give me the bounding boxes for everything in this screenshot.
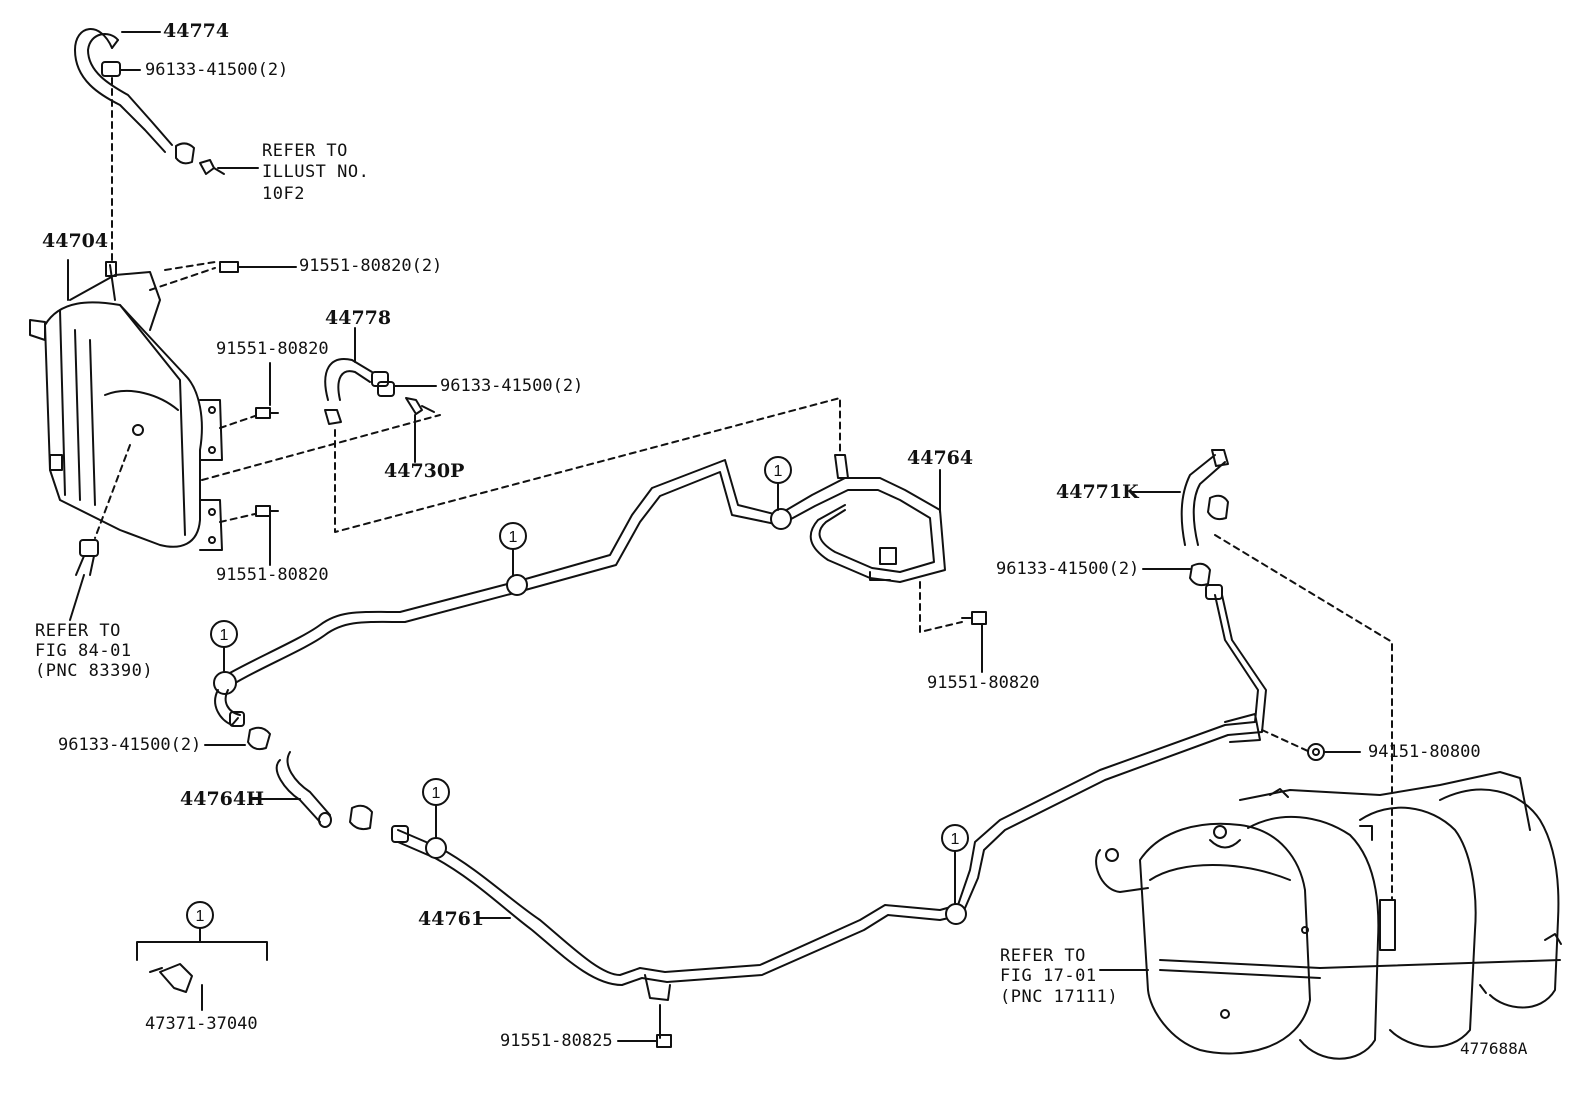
dashed-guide-44764-bolt: [919, 581, 963, 633]
part-number-47371: 47371-37040: [145, 1014, 258, 1034]
part-number-96133-mid: 96133-41500(2): [440, 376, 584, 396]
callout-label: 1: [196, 908, 205, 925]
bolt-mid-upper: [219, 407, 279, 429]
refer-17-line2: FIG 17-01: [1000, 966, 1097, 986]
refer-84-line2: FIG 84-01: [35, 641, 132, 661]
hose-44774: [74, 28, 173, 153]
refer-84-line3: (PNC 83390): [35, 661, 154, 681]
part-number-91551-top: 91551-80820(2): [299, 256, 443, 276]
pipe-44761: [391, 584, 1267, 1001]
part-number-44730p: 44730P: [384, 460, 465, 482]
dashed-guide-nut: [1261, 729, 1311, 753]
legend-bracket: [136, 927, 268, 1011]
callout-circle-3: 1: [764, 456, 792, 511]
part-number-96133-right: 96133-41500(2): [996, 559, 1140, 579]
callout-circle-6: 1: [186, 901, 214, 929]
leader-refer-84: [69, 574, 85, 621]
diagram-id: 477688A: [1460, 1039, 1528, 1058]
refer-10f2-line2: ILLUST NO.: [262, 162, 370, 182]
pipe-44764: [213, 454, 946, 695]
callout-label: 1: [220, 627, 229, 644]
callout-label: 1: [951, 831, 960, 848]
refer-17-line3: (PNC 17111): [1000, 987, 1119, 1007]
part-number-44778: 44778: [325, 307, 392, 329]
callout-circle-1: 1: [210, 620, 238, 673]
part-number-44774: 44774: [163, 20, 230, 42]
hose-44778: [324, 358, 435, 425]
hose-left-connection: [214, 689, 271, 751]
part-number-91551-mid-upper: 91551-80820: [216, 339, 329, 359]
part-number-96133-top: 96133-41500(2): [145, 60, 289, 80]
part-number-91551-mid-lower: 91551-80820: [216, 565, 329, 585]
part-number-91551-bottom: 91551-80825: [500, 1031, 613, 1051]
refer-10f2-line3: 10F2: [262, 184, 305, 204]
refer-17-line1: REFER TO: [1000, 946, 1086, 966]
callout-label: 1: [432, 785, 441, 802]
bolt-right: [961, 611, 987, 625]
callout-label: 1: [774, 463, 783, 480]
vacuum-tank-44704: [29, 261, 223, 551]
callout-circle-2: 1: [499, 522, 527, 577]
part-number-94151: 94151-80800: [1368, 742, 1481, 762]
hose-44764h: [275, 751, 373, 831]
refer-10f2-line1: REFER TO: [262, 141, 348, 161]
part-number-91551-right: 91551-80820: [927, 673, 1040, 693]
callout-circle-5: 1: [941, 824, 969, 905]
bolt-top-tank: [149, 261, 249, 291]
callout-label: 1: [509, 529, 518, 546]
part-number-44704: 44704: [42, 230, 109, 252]
part-number-96133-left: 96133-41500(2): [58, 735, 202, 755]
dashed-guide-44778: [334, 397, 841, 533]
refer-84-line1: REFER TO: [35, 621, 121, 641]
bolt-mid-lower: [219, 505, 279, 523]
part-number-44764h: 44764H: [180, 788, 265, 810]
hose-44771k: [1180, 449, 1229, 587]
nut-94151: [1307, 743, 1325, 761]
callout-circle-4: 1: [422, 778, 450, 839]
dashed-guide-tank-right: [201, 414, 441, 481]
part-number-44771k: 44771K: [1056, 481, 1139, 503]
intake-manifold: [1095, 771, 1562, 1060]
sensor-fitting: [75, 444, 131, 576]
bolt-bottom: [656, 1004, 672, 1048]
part-number-44764: 44764: [907, 447, 974, 469]
dashed-guide-manifold: [1214, 534, 1393, 901]
part-number-44761: 44761: [418, 908, 485, 930]
